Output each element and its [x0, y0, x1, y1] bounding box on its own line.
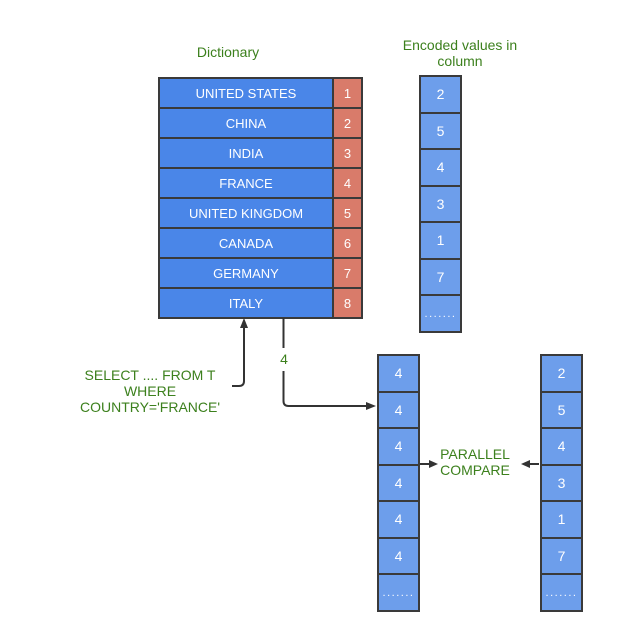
compare-data-cell: 2	[542, 356, 581, 393]
dictionary-row: GERMANY 7	[160, 259, 361, 289]
encoded-column-title-line1: Encoded values in	[402, 37, 518, 53]
dictionary-row: UNITED KINGDOM 5	[160, 199, 361, 229]
dictionary-to-probe-arrow	[282, 318, 376, 410]
sql-query-text: SELECT .... FROM T WHERE COUNTRY='FRANCE…	[40, 367, 260, 415]
dictionary-row: UNITED STATES 1	[160, 79, 361, 109]
dictionary-code-cell: 6	[334, 229, 361, 257]
compare-data-cell: 4	[542, 429, 581, 466]
encoded-column-title: Encoded values in column	[395, 37, 525, 69]
dictionary-code-cell: 3	[334, 139, 361, 167]
dictionary-code-cell: 5	[334, 199, 361, 227]
dictionary-code-cell: 1	[334, 79, 361, 107]
probe-value-column: 4 4 4 4 4 4 .......	[377, 354, 420, 612]
dictionary-row: ITALY 8	[160, 289, 361, 317]
dictionary-code-cell: 2	[334, 109, 361, 137]
probe-value-cell: 4	[379, 502, 418, 539]
dictionary-label-cell: CANADA	[160, 229, 334, 257]
encoded-column-title-line2: column	[437, 53, 483, 69]
probe-value-cell: 4	[379, 356, 418, 393]
encoded-value-cell: 5	[421, 113, 460, 150]
compare-data-ellipsis-cell: .......	[542, 575, 581, 610]
parallel-compare-line1: PARALLEL	[440, 446, 510, 462]
dictionary-table: UNITED STATES 1 CHINA 2 INDIA 3 FRANCE 4…	[158, 77, 363, 319]
probe-value-cell: 4	[379, 429, 418, 466]
dictionary-label-cell: UNITED STATES	[160, 79, 334, 107]
compare-data-column: 2 5 4 3 1 7 .......	[540, 354, 583, 612]
dictionary-title: Dictionary	[196, 44, 260, 60]
dictionary-code-cell: 7	[334, 259, 361, 287]
parallel-compare-line2: COMPARE	[440, 462, 510, 478]
dictionary-row: CANADA 6	[160, 229, 361, 259]
dictionary-label-cell: UNITED KINGDOM	[160, 199, 334, 227]
encoded-value-cell: 2	[421, 77, 460, 114]
probe-value-cell: 4	[379, 465, 418, 502]
dictionary-label-cell: ITALY	[160, 289, 334, 317]
probe-value-cell: 4	[379, 392, 418, 429]
encoded-values-column: 2 5 4 3 1 7 .......	[419, 75, 462, 333]
compare-data-cell: 3	[542, 465, 581, 502]
dictionary-code-cell: 4	[334, 169, 361, 197]
probe-value-ellipsis-cell: .......	[379, 575, 418, 610]
dictionary-label-cell: FRANCE	[160, 169, 334, 197]
encoded-value-cell: 7	[421, 259, 460, 296]
dictionary-row: INDIA 3	[160, 139, 361, 169]
compare-data-cell: 1	[542, 502, 581, 539]
sql-query-line3: COUNTRY='FRANCE'	[79, 399, 221, 415]
encoded-value-cell: 3	[421, 186, 460, 223]
dictionary-label-cell: CHINA	[160, 109, 334, 137]
encoded-value-ellipsis-cell: .......	[421, 296, 460, 331]
lookup-value-label: 4	[280, 351, 288, 367]
dictionary-label-cell: INDIA	[160, 139, 334, 167]
compare-data-cell: 5	[542, 392, 581, 429]
compare-data-cell: 7	[542, 538, 581, 575]
encoded-value-cell: 1	[421, 223, 460, 260]
sql-query-line2: WHERE	[123, 383, 177, 399]
sql-query-line1: SELECT .... FROM T	[84, 367, 216, 383]
dictionary-label-cell: GERMANY	[160, 259, 334, 287]
dictionary-row: FRANCE 4	[160, 169, 361, 199]
parallel-compare-label: PARALLEL COMPARE	[420, 446, 530, 478]
probe-value-cell: 4	[379, 538, 418, 575]
dictionary-row: CHINA 2	[160, 109, 361, 139]
dictionary-code-cell: 8	[334, 289, 361, 317]
encoded-value-cell: 4	[421, 150, 460, 187]
